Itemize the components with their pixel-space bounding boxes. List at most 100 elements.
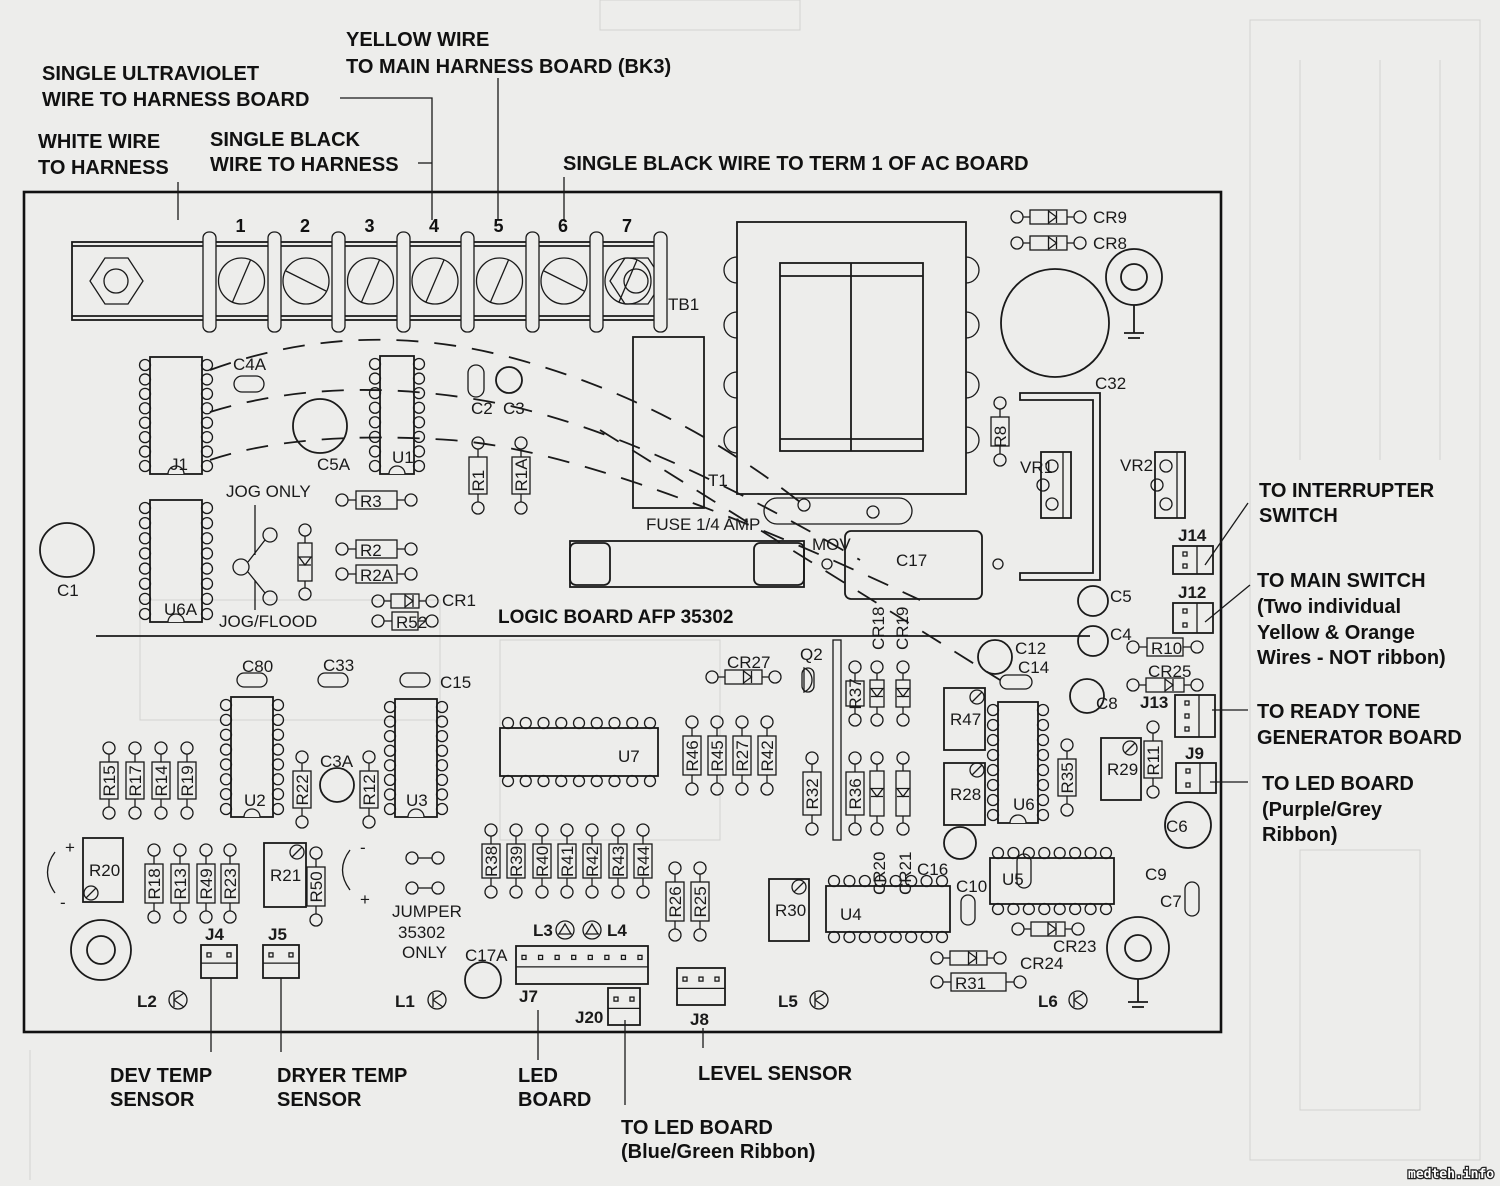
diode-cr1 <box>371 593 439 609</box>
resistor-label: R22 <box>293 774 312 805</box>
resistor-label: R26 <box>666 886 685 917</box>
capacitor-label: C3 <box>503 399 525 418</box>
trimpot-r20 <box>82 837 124 903</box>
transistor-q2 <box>801 667 815 693</box>
resistor-r49 <box>196 843 216 924</box>
capacitor-label: C7 <box>1160 892 1182 911</box>
resistor-label: R17 <box>126 765 145 796</box>
trimpot-label: R47 <box>950 710 981 729</box>
to-led-board-line2: (Blue/Green Ribbon) <box>621 1141 815 1163</box>
yellow-wire-line2: TO MAIN HARNESS BOARD (BK3) <box>346 56 671 78</box>
connector-label: J4 <box>205 925 224 944</box>
trimpot-r21 <box>263 842 307 908</box>
led-label: L4 <box>607 921 627 940</box>
capacitor-label: C3A <box>320 752 354 771</box>
capacitor-c12 <box>977 639 1013 675</box>
resistor-label: R8 <box>991 426 1010 448</box>
resistor-r17 <box>125 741 145 820</box>
connector-label: J7 <box>519 987 538 1006</box>
diode-label: CR21 <box>896 852 915 895</box>
capacitor-c80 <box>236 672 268 688</box>
background-schematic <box>29 0 1481 1180</box>
resistor-label: R25 <box>691 886 710 917</box>
ic-u1 <box>368 355 426 475</box>
diode-cr23 <box>1011 921 1085 937</box>
ready-tone-line1: TO READY TONE <box>1257 701 1420 723</box>
led-l5 <box>809 990 829 1010</box>
terminal-block-tb1 <box>71 231 668 333</box>
capacitor-label: C12 <box>1015 639 1046 658</box>
led-l4 <box>582 920 602 940</box>
led-label: L6 <box>1038 992 1058 1011</box>
resistor-r42 <box>582 823 602 899</box>
diode-cr20 <box>869 751 885 836</box>
regulator-vr2 <box>1150 451 1186 519</box>
diode-label: CR1 <box>442 591 476 610</box>
ic-label-u6: U6 <box>1013 795 1035 814</box>
resistor-r11 <box>1143 720 1163 799</box>
resistor-r44 <box>633 823 653 899</box>
led-board-right-line1: TO LED BOARD <box>1262 773 1414 795</box>
t1-label: T1 <box>708 471 728 490</box>
connector-label: J8 <box>690 1010 709 1029</box>
ic-label-u6a: U6A <box>164 600 198 619</box>
resistor-r2 <box>335 539 418 559</box>
hex-nut-left <box>89 257 144 305</box>
diode-label: CR8 <box>1093 234 1127 253</box>
resistor-r25 <box>690 861 710 942</box>
main-switch-line2: (Two individual <box>1257 596 1401 618</box>
resistor-label: R37 <box>846 678 865 709</box>
capacitor-c33 <box>317 672 349 688</box>
capacitor-c10 <box>960 894 976 926</box>
capacitor-label: C5 <box>1110 587 1132 606</box>
main-switch-line4: Wires - NOT ribbon) <box>1257 647 1446 669</box>
resistor-label: R27 <box>733 740 752 771</box>
resistor-r35 <box>1057 738 1077 817</box>
capacitor-label: C33 <box>323 656 354 675</box>
terminal-separator <box>267 231 282 333</box>
resistor-r26 <box>665 861 685 942</box>
mounting-holes <box>70 248 1170 1008</box>
capacitor-label: C80 <box>242 657 273 676</box>
diode-cr27 <box>705 669 782 685</box>
resistor-r46 <box>682 715 702 796</box>
capacitor-label: C14 <box>1018 658 1049 677</box>
capacitor-c32 <box>1000 268 1110 378</box>
resistor-r31 <box>930 972 1027 992</box>
yellow-wire-line1: YELLOW WIRE <box>346 29 489 51</box>
plus-sign: + <box>65 838 75 857</box>
terminal-screw-5 <box>475 257 524 305</box>
terminal-separator <box>589 231 604 333</box>
ic-label-u5: U5 <box>1002 870 1024 889</box>
resistor-label: R32 <box>803 778 822 809</box>
diode-cr19 <box>895 660 911 727</box>
led-l1 <box>427 990 447 1010</box>
minus-sign: - <box>60 893 66 912</box>
capacitor-label: C2 <box>471 399 493 418</box>
callout-leaders <box>177 78 1251 1105</box>
resistor-r27 <box>732 715 752 796</box>
led-label: L3 <box>533 921 553 940</box>
connector-j9 <box>1175 762 1217 794</box>
jog-only-label: JOG ONLY <box>226 482 311 501</box>
resistor-r43 <box>608 823 628 899</box>
capacitor-c7 <box>1184 881 1200 917</box>
harness-dashed-lines <box>209 338 1001 681</box>
board-title: LOGIC BOARD AFP 35302 <box>498 607 733 628</box>
dev-temp-line1: DEV TEMP <box>110 1065 212 1087</box>
c32-bracket <box>1019 392 1101 581</box>
terminal-screw-7 <box>604 257 652 305</box>
capacitor-label: C32 <box>1095 374 1126 393</box>
diode-label: CR20 <box>870 852 889 895</box>
diode-label: CR25 <box>1148 662 1191 681</box>
dryer-temp-line1: DRYER TEMP <box>277 1065 407 1087</box>
connector-j7 <box>515 945 649 985</box>
capacitor-label: C4A <box>233 355 267 374</box>
resistor-r39 <box>506 823 526 899</box>
led-board-right-line2: (Purple/Grey <box>1262 799 1383 821</box>
capacitor-c6 <box>1164 801 1212 849</box>
trimpot-r30 <box>768 878 810 942</box>
